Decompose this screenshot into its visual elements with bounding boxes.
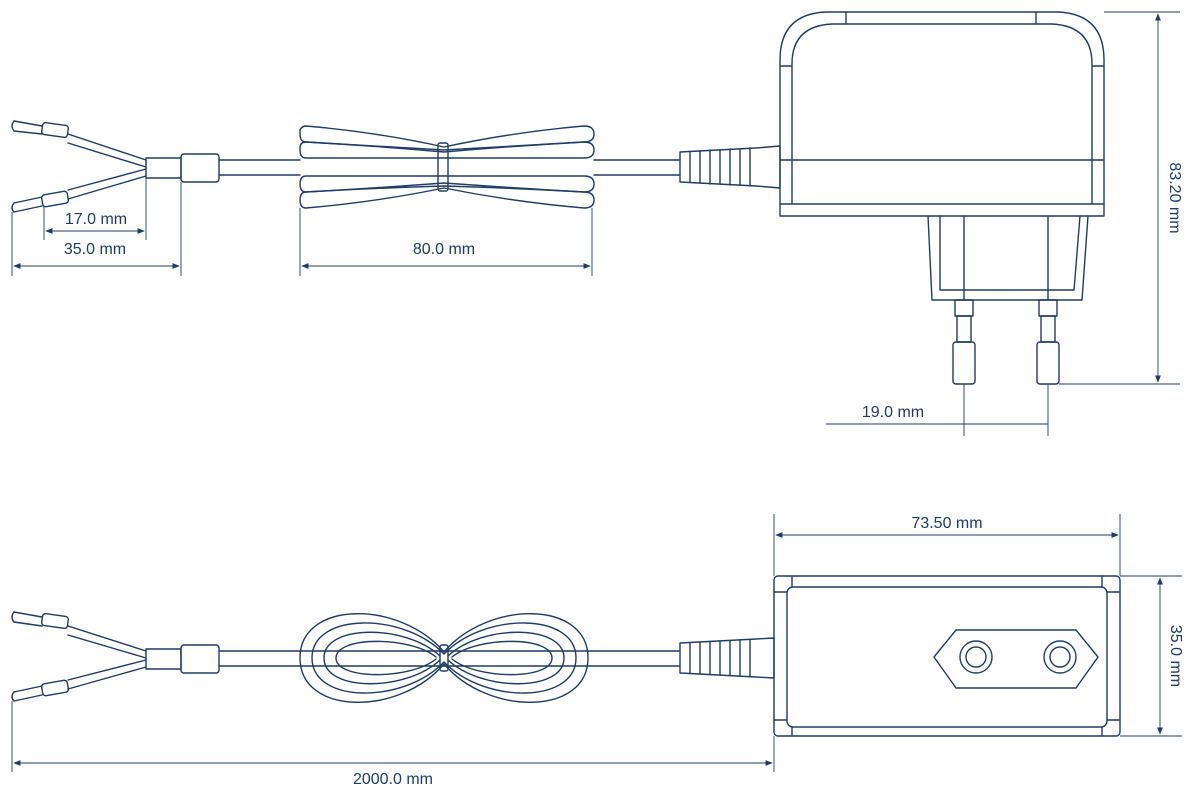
wire-leads-bottom: [11, 611, 220, 702]
plug-side: [927, 215, 1089, 385]
dim-adapter-height: 83.20 mm: [1059, 11, 1183, 385]
dim-pin-spacing: 19.0 mm: [826, 384, 1049, 436]
strain-relief-top: [679, 145, 781, 189]
adapter-body-front: [773, 575, 1121, 737]
dim-coil-width: 80.0 mm: [299, 208, 593, 276]
strain-relief-bottom: [679, 637, 775, 679]
dim-tip-length-label: 17.0 mm: [65, 211, 127, 228]
dim-adapter-width: 73.50 mm: [773, 514, 1121, 576]
dim-coil-width-label: 80.0 mm: [413, 241, 475, 258]
cable-coil-bottom: [299, 613, 589, 703]
top-view: 73.50 mm 35.0 mm 2000.0 mm: [11, 514, 1184, 788]
plug-socket: [933, 629, 1099, 689]
side-view: 17.0 mm 35.0 mm 80.0 mm 83.20 mm: [11, 11, 1183, 436]
cable-coil-top: [299, 125, 595, 209]
dim-strip-length: 35.0 mm: [11, 182, 182, 276]
dim-pin-spacing-label: 19.0 mm: [862, 404, 924, 421]
adapter-body-side: [779, 11, 1105, 217]
dim-adapter-height-label: 83.20 mm: [1166, 162, 1183, 233]
dim-adapter-depth-label: 35.0 mm: [1167, 625, 1184, 687]
wire-leads-top: [11, 120, 220, 213]
dim-tip-length: 17.0 mm: [43, 168, 147, 240]
cable-bottom: [218, 650, 681, 667]
dim-adapter-width-label: 73.50 mm: [911, 515, 982, 532]
dim-cable-length-label: 2000.0 mm: [353, 771, 433, 788]
dim-strip-length-label: 35.0 mm: [64, 241, 126, 258]
cable-top: [218, 159, 681, 176]
dim-cable-length: 2000.0 mm: [11, 701, 775, 788]
dim-adapter-depth: 35.0 mm: [1120, 575, 1184, 737]
